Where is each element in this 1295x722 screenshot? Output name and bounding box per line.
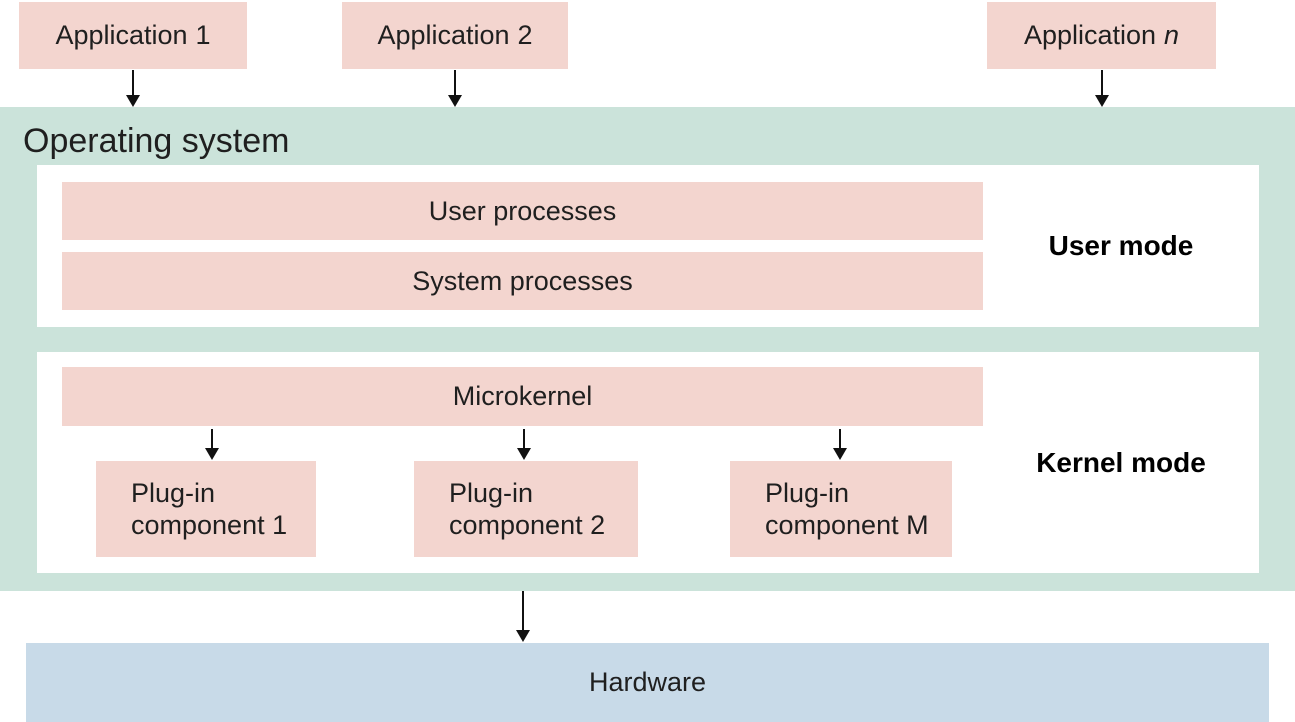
plugin-1-line2: component 1 (131, 510, 288, 540)
arrow-application-n-to-os (1101, 70, 1103, 95)
application-n-label: Application (1023, 20, 1157, 50)
arrow-microkernel-to-plugin-m (839, 429, 841, 448)
kernel-mode-label: Kernel mode (1036, 446, 1206, 478)
microkernel-label: Microkernel (452, 381, 593, 411)
plugin-m-line1: Plug-in (765, 478, 850, 508)
system-processes-bar: System processes (62, 252, 983, 310)
hardware-box: Hardware (26, 643, 1269, 722)
application-1-label: Application (55, 20, 188, 50)
application-2-number: 2 (517, 20, 533, 50)
hardware-label: Hardware (588, 667, 707, 697)
application-1-number: 1 (195, 20, 211, 50)
user-processes-bar: User processes (62, 182, 983, 240)
plugin-component-2-box: Plug-in component 2 (414, 461, 638, 557)
plugin-2-line2: component 2 (449, 510, 606, 540)
plugin-2-line1: Plug-in (449, 478, 534, 508)
plugin-component-1-box: Plug-in component 1 (96, 461, 316, 557)
system-processes-label: System processes (412, 265, 633, 296)
arrow-application-2-to-os (454, 70, 456, 95)
arrow-microkernel-to-plugin-1 (211, 429, 213, 448)
user-processes-label: User processes (428, 195, 617, 226)
plugin-component-m-box: Plug-in component M (730, 461, 952, 557)
arrow-microkernel-to-plugin-2 (523, 429, 525, 448)
operating-system-label: Operating system (23, 122, 290, 160)
plugin-m-line2: component M (765, 510, 929, 540)
application-2-label: Application (377, 20, 510, 50)
plugin-1-line1: Plug-in (131, 478, 216, 508)
user-mode-label: User mode (1048, 230, 1194, 261)
application-n-variable: n (1164, 20, 1180, 50)
arrow-os-to-hardware (522, 591, 524, 630)
arrow-application-1-to-os (132, 70, 134, 95)
microkernel-bar: Microkernel (62, 367, 983, 426)
